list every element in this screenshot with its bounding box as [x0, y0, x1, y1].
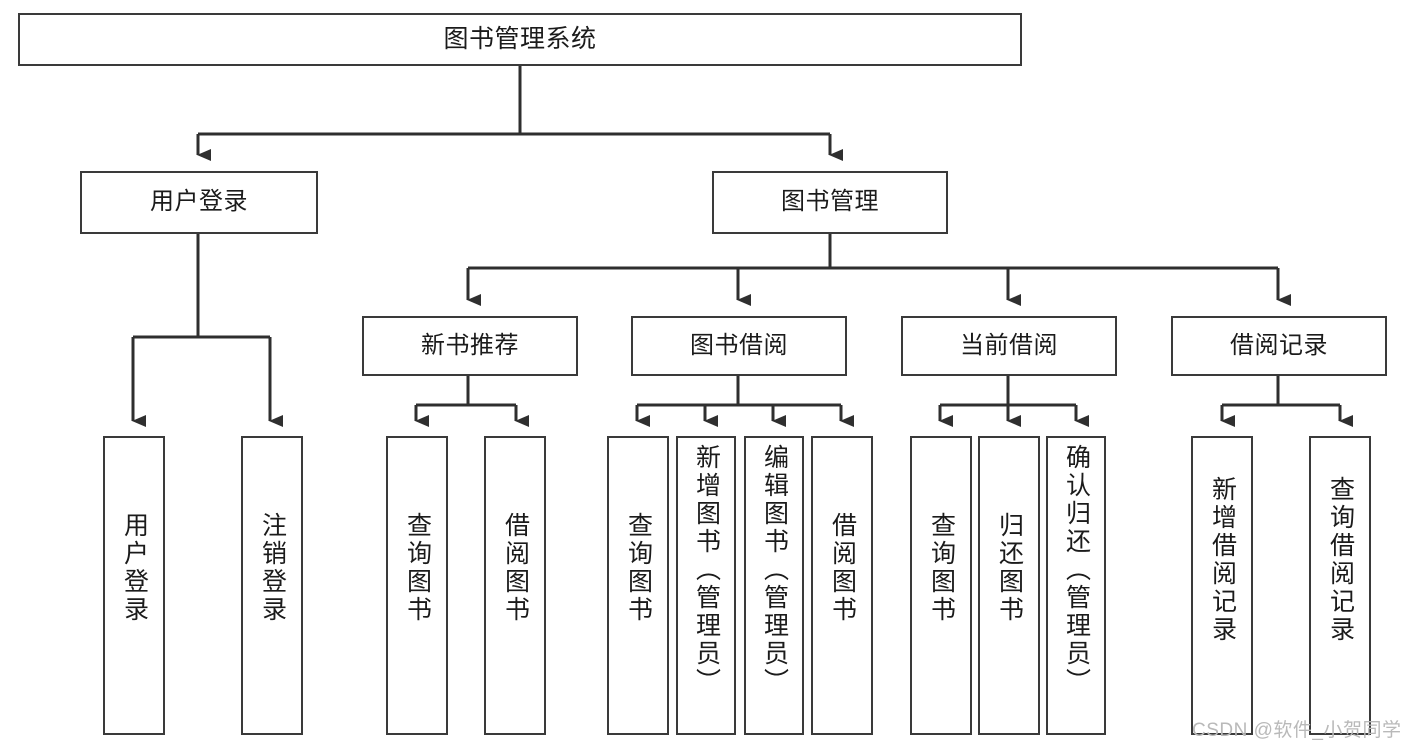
node-label: 查询图书: [927, 512, 956, 624]
csdn-watermark: CSDN @软件_小贺同学: [1192, 720, 1402, 741]
node-leaf-logout[interactable]: 注销登录: [241, 436, 303, 735]
node-label: 借阅图书: [828, 512, 857, 624]
node-label: 注销登录: [258, 512, 287, 624]
node-label: 编辑图书（管理员）: [760, 444, 789, 696]
node-label: 用户登录: [150, 188, 248, 216]
node-label: 借阅记录: [1230, 331, 1328, 359]
node-label: 查询图书: [624, 512, 653, 624]
node-book-management[interactable]: 图书管理: [712, 171, 948, 234]
node-leaf-add-book-admin[interactable]: 新增图书（管理员）: [676, 436, 736, 735]
node-label: 当前借阅: [960, 331, 1058, 359]
node-leaf-borrow-book-recommend[interactable]: 借阅图书: [484, 436, 546, 735]
node-label: 新增借阅记录: [1208, 476, 1237, 644]
node-leaf-query-borrow-record[interactable]: 查询借阅记录: [1309, 436, 1371, 735]
node-leaf-query-book-recommend[interactable]: 查询图书: [386, 436, 448, 735]
node-leaf-borrow-book[interactable]: 借阅图书: [811, 436, 873, 735]
node-leaf-add-borrow-record[interactable]: 新增借阅记录: [1191, 436, 1253, 735]
node-label: 图书借阅: [690, 331, 788, 359]
node-label: 借阅图书: [501, 512, 530, 624]
node-user-login[interactable]: 用户登录: [80, 171, 318, 234]
node-label: 图书管理系统: [443, 24, 597, 53]
node-root-book-management-system[interactable]: 图书管理系统: [18, 13, 1022, 66]
node-label: 归还图书: [995, 512, 1024, 624]
node-label: 查询图书: [403, 512, 432, 624]
node-label: 新书推荐: [421, 331, 519, 359]
node-current-borrow[interactable]: 当前借阅: [901, 316, 1117, 376]
node-label: 确认归还（管理员）: [1062, 444, 1091, 696]
node-leaf-edit-book-admin[interactable]: 编辑图书（管理员）: [744, 436, 804, 735]
node-new-book-recommend[interactable]: 新书推荐: [362, 316, 578, 376]
node-book-borrow[interactable]: 图书借阅: [631, 316, 847, 376]
node-label: 查询借阅记录: [1326, 476, 1355, 644]
node-leaf-query-book-borrow[interactable]: 查询图书: [607, 436, 669, 735]
node-label: 用户登录: [120, 512, 149, 624]
node-leaf-user-login[interactable]: 用户登录: [103, 436, 165, 735]
node-leaf-query-book-current[interactable]: 查询图书: [910, 436, 972, 735]
node-leaf-confirm-return-admin[interactable]: 确认归还（管理员）: [1046, 436, 1106, 735]
node-label: 新增图书（管理员）: [692, 444, 721, 696]
node-borrow-record[interactable]: 借阅记录: [1171, 316, 1387, 376]
node-label: 图书管理: [781, 188, 879, 216]
node-leaf-return-book[interactable]: 归还图书: [978, 436, 1040, 735]
